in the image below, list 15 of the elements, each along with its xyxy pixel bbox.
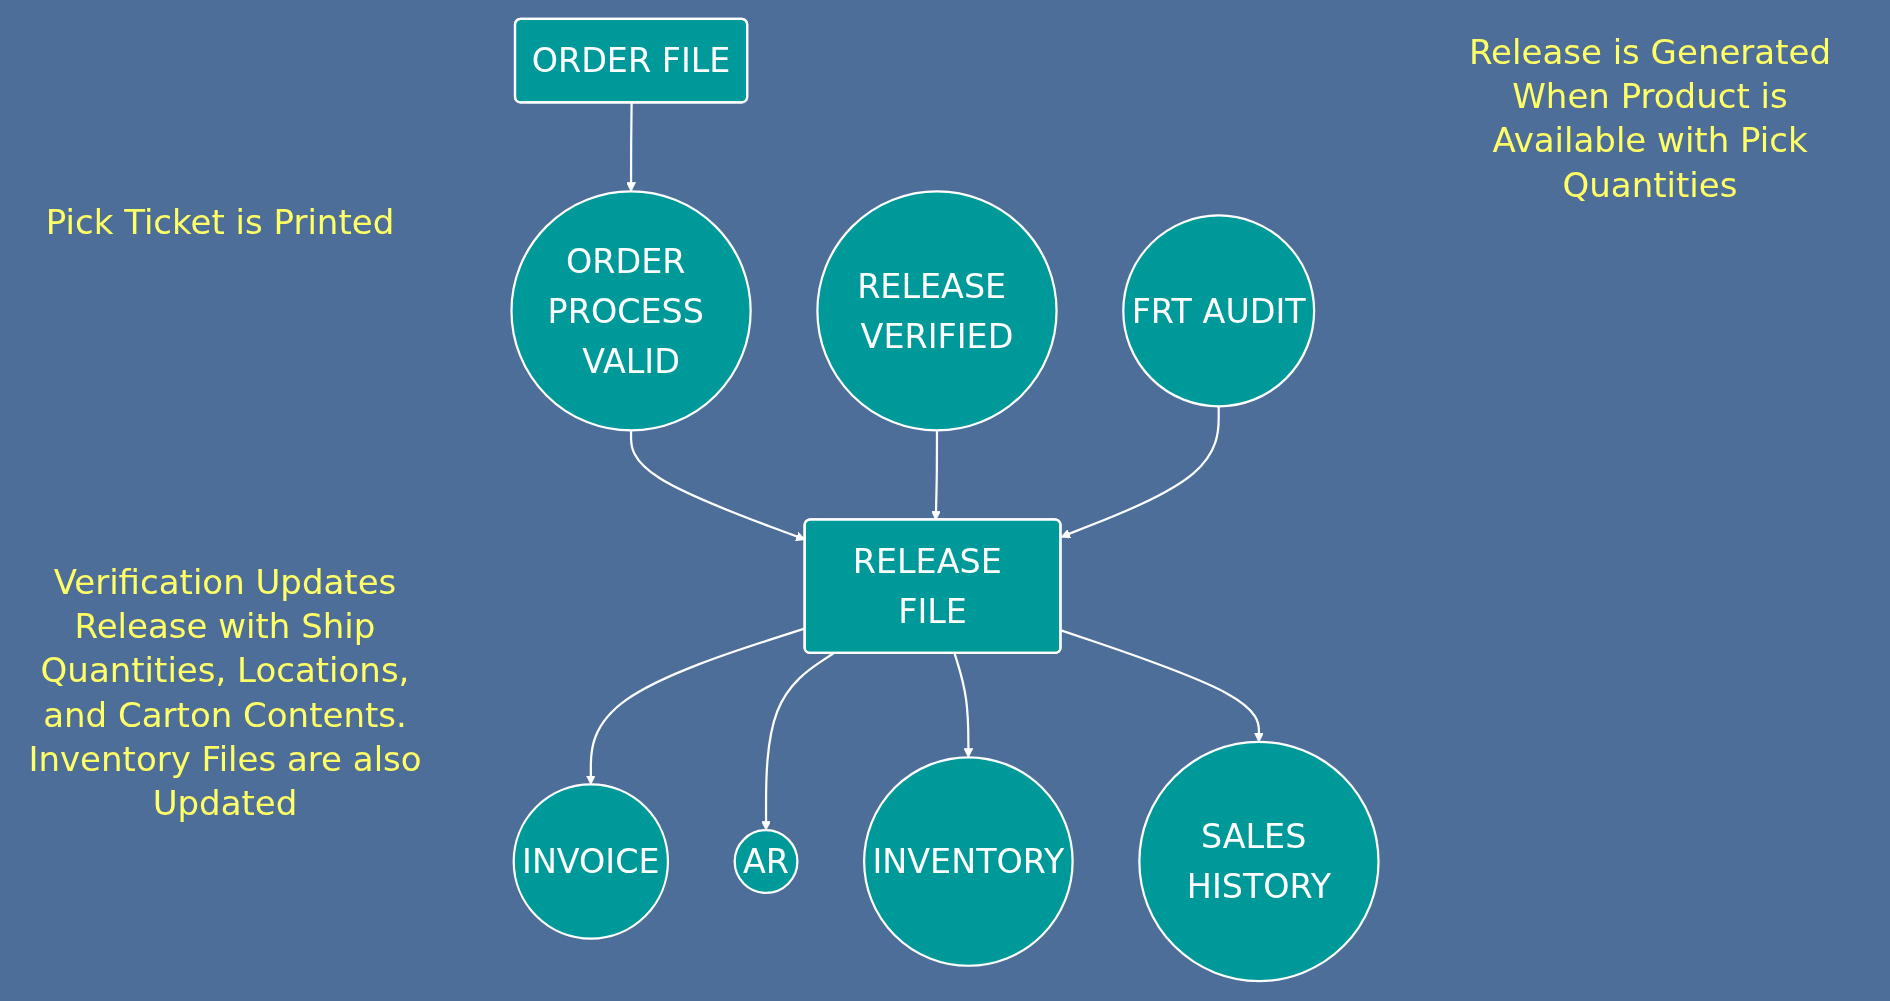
node-circle: ORDER PROCESS VALID [510,190,752,432]
note-text: Release is Generated When Product is Available with Pick Quantities [1468,31,1832,207]
arrow [626,102,636,192]
node-circle: FRT AUDIT [1122,214,1316,408]
arrow [761,652,834,831]
node-circle: AR [733,829,799,894]
arrow [953,653,974,758]
node-circle: INVENTORY [863,756,1074,967]
arrow [1060,629,1264,743]
arrow [1060,406,1220,539]
node-circle: RELEASE VERIFIED [816,190,1058,432]
node-circle: INVOICE [512,783,670,940]
note-text: Verification Updates Release with Ship Quantities, Locations, and Carton Contents. Inventory Files are also Updated [27,561,423,825]
node-circle: SALES HISTORY [1138,740,1380,983]
note-text: Pick Ticket is Printed [44,201,396,244]
